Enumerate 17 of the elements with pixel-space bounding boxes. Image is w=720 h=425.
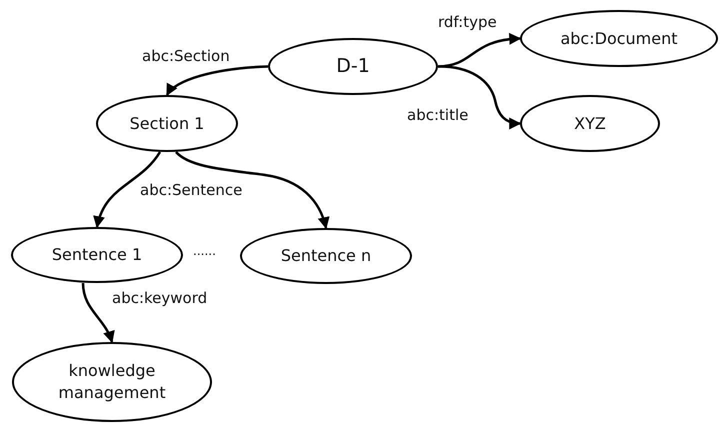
arrow [94,151,162,228]
arrow [438,33,522,68]
node-label: abc:Document [560,28,678,50]
arrow [82,282,114,344]
node-label: Sentence n [280,245,372,267]
node-label: Section 1 [130,112,204,134]
edge-label: abc:Sentence [138,182,244,198]
arrow [175,151,330,230]
node-label: knowledge management [57,360,167,404]
arrow [166,65,268,96]
ellipsis-dots: ...... [193,244,216,258]
arrow [438,65,522,129]
node-label: D-1 [336,54,370,79]
edge-label: rdf:type [436,14,499,30]
node-label: XYZ [574,112,606,134]
edge-label: abc:title [405,107,470,124]
node-label: Sentence 1 [52,244,142,266]
